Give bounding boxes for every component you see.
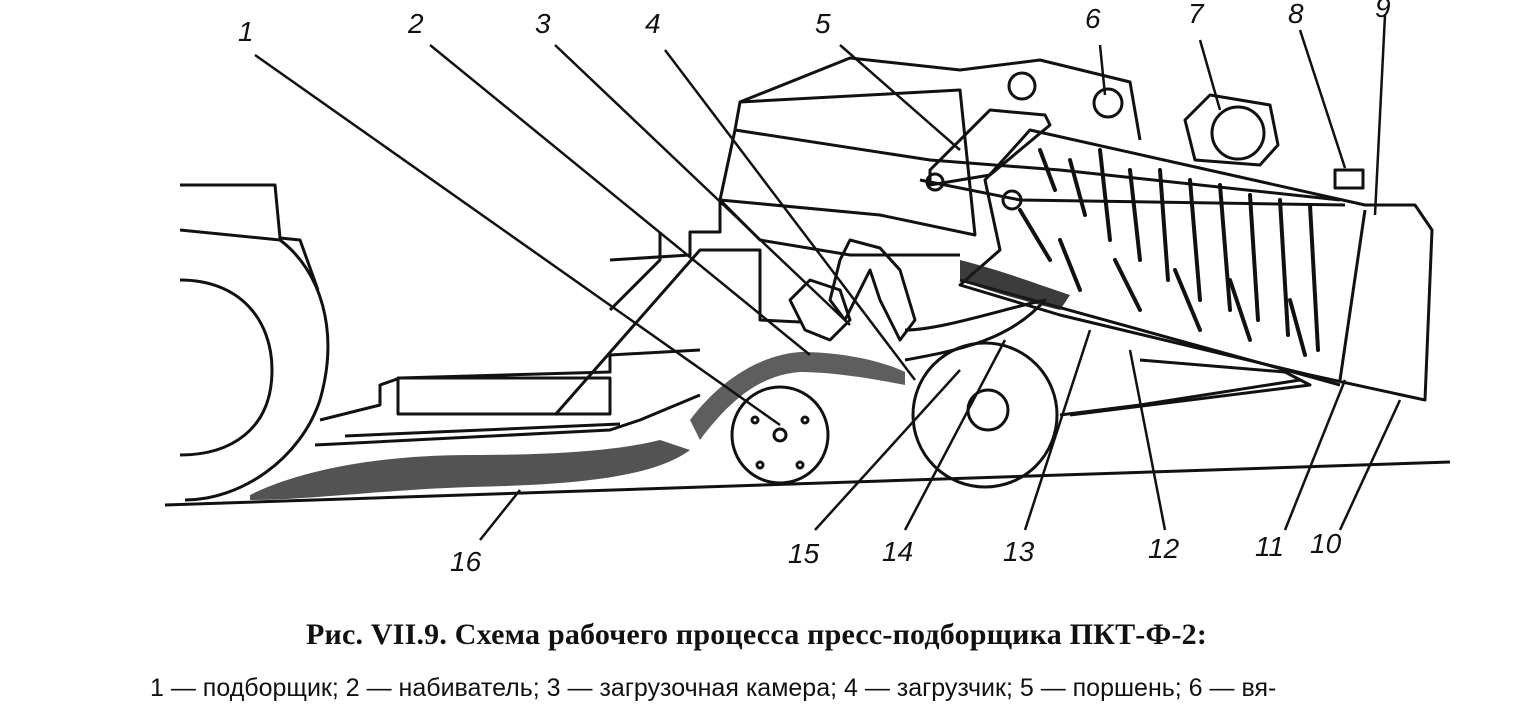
pickup-frame [553,248,801,416]
upper-housing [719,88,977,237]
drawbar [319,348,701,422]
callout-12: 12 [1148,533,1180,564]
callout-5: 5 [815,8,831,39]
callout-4: 4 [645,8,661,39]
flywheel-2 [1092,87,1124,119]
drawbar-lower [314,393,701,447]
ground-line [164,460,1451,507]
bale-chamber [958,128,1434,402]
bale-end [1338,209,1367,381]
callout-16: 16 [450,546,482,577]
tractor-wheel-hub [179,278,274,457]
baler-diagram: 1 2 3 4 5 6 7 8 9 10 11 12 13 14 15 16 [164,0,1451,577]
figure-legend: 1 — подборщик; 2 — набиватель; 3 — загру… [150,674,1277,702]
pickup-drum-hub [772,427,788,443]
drawbar-rod [344,422,621,438]
baler-wheel-hub [966,388,1010,432]
baler-wheel [911,341,1059,489]
callout-7: 7 [1188,0,1204,29]
callout-9: 9 [1375,0,1391,23]
pickup-drum [730,385,830,485]
pivot-1 [925,172,945,192]
pivot-2 [1001,189,1023,211]
callout-3: 3 [535,8,551,39]
compressor-bar [1069,358,1312,417]
flywheel-1 [1007,71,1037,101]
callout-11: 11 [1255,531,1285,562]
baler-drawing [164,14,1451,541]
hitch-block [396,376,612,416]
bale-texture [1018,148,1320,357]
twine-box [1210,105,1266,161]
callout-1: 1 [238,16,254,47]
callout-13: 13 [1003,536,1035,567]
packer-arm [788,278,852,342]
loading-chamber [904,298,1047,362]
callout-10: 10 [1310,528,1342,559]
callout-15: 15 [788,538,820,569]
leader-lines [254,14,1402,541]
hay-mass [250,260,1070,500]
feeder-arm [608,232,662,312]
chamber-wall [718,198,960,257]
callout-2: 2 [408,8,424,39]
wheel-axle [1059,378,1301,417]
loader-chamber [734,128,1341,202]
callout-14: 14 [882,536,914,567]
knotter-housing [1183,93,1280,167]
callout-8: 8 [1288,0,1304,29]
needle-block [1333,168,1365,190]
feeder-housing [609,56,1142,262]
figure-caption: Рис. VII.9. Схема рабочего процесса прес… [305,618,1208,651]
tractor-fender [180,183,320,291]
tractor-wheel [179,228,330,502]
callout-6: 6 [1085,3,1101,34]
piston [928,108,1052,187]
